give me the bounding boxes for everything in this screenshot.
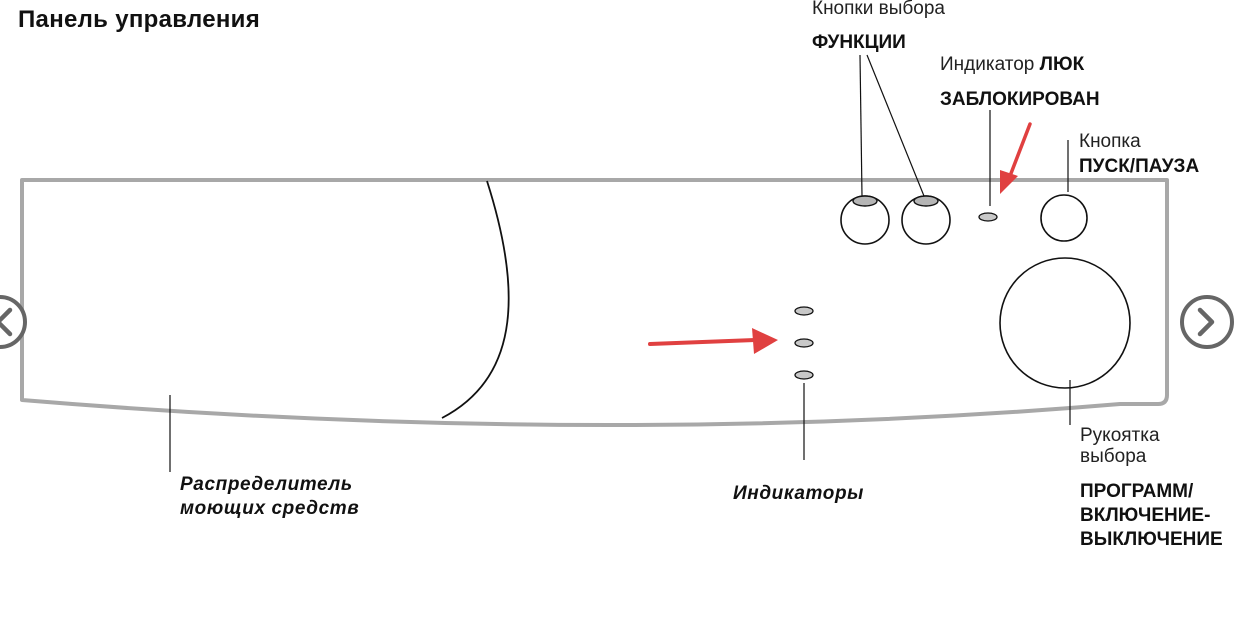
red-arrow-indicators xyxy=(648,328,778,354)
knob-label-line2: выбора xyxy=(1080,446,1147,467)
door-locked-led xyxy=(978,212,998,222)
next-slide-button[interactable] xyxy=(1180,295,1234,349)
dispenser-drawer-edge xyxy=(441,180,510,419)
indicator-led-3 xyxy=(794,370,814,380)
knob-label-line3: ПРОГРАММ/ xyxy=(1080,481,1194,502)
panel-outline xyxy=(20,178,1169,428)
door-indicator-label: Индикатор ЛЮК xyxy=(940,53,1084,77)
dispenser-label-line1: Распределитель xyxy=(180,474,353,495)
knob-label-line4: ВКЛЮЧЕНИЕ- xyxy=(1080,505,1211,526)
prev-slide-button[interactable] xyxy=(0,295,27,349)
door-indicator-bold: ЛЮК xyxy=(1039,54,1085,75)
knob-label-line5: ВЫКЛЮЧЕНИЕ xyxy=(1080,529,1223,550)
function-buttons-label: Кнопки выбора xyxy=(812,0,945,19)
leader-function-1 xyxy=(859,54,863,197)
dispenser-label-line2: моющих средств xyxy=(180,498,360,519)
door-indicator-prefix: Индикатор xyxy=(940,54,1035,75)
door-indicator-label-bold: ЗАБЛОКИРОВАН xyxy=(940,89,1100,110)
function-buttons-label-bold: ФУНКЦИИ xyxy=(812,32,906,53)
chevron-right-icon xyxy=(1197,307,1215,337)
program-selector-knob[interactable] xyxy=(999,257,1131,389)
indicator-led-1 xyxy=(794,306,814,316)
start-button-label-bold: ПУСК/ПАУЗА xyxy=(1079,156,1200,177)
red-arrow-door-led xyxy=(1000,122,1032,194)
start-button-label: Кнопка xyxy=(1079,131,1141,152)
start-pause-button[interactable] xyxy=(1040,194,1088,242)
function-button-1[interactable] xyxy=(840,195,890,245)
indicator-led-2 xyxy=(794,338,814,348)
knob-label-line1: Рукоятка xyxy=(1080,425,1160,446)
indicators-label: Индикаторы xyxy=(733,483,865,504)
page-title: Панель управления xyxy=(18,6,261,33)
function-button-2[interactable] xyxy=(901,195,951,245)
chevron-left-icon xyxy=(0,307,13,337)
leader-function-2 xyxy=(866,54,925,197)
